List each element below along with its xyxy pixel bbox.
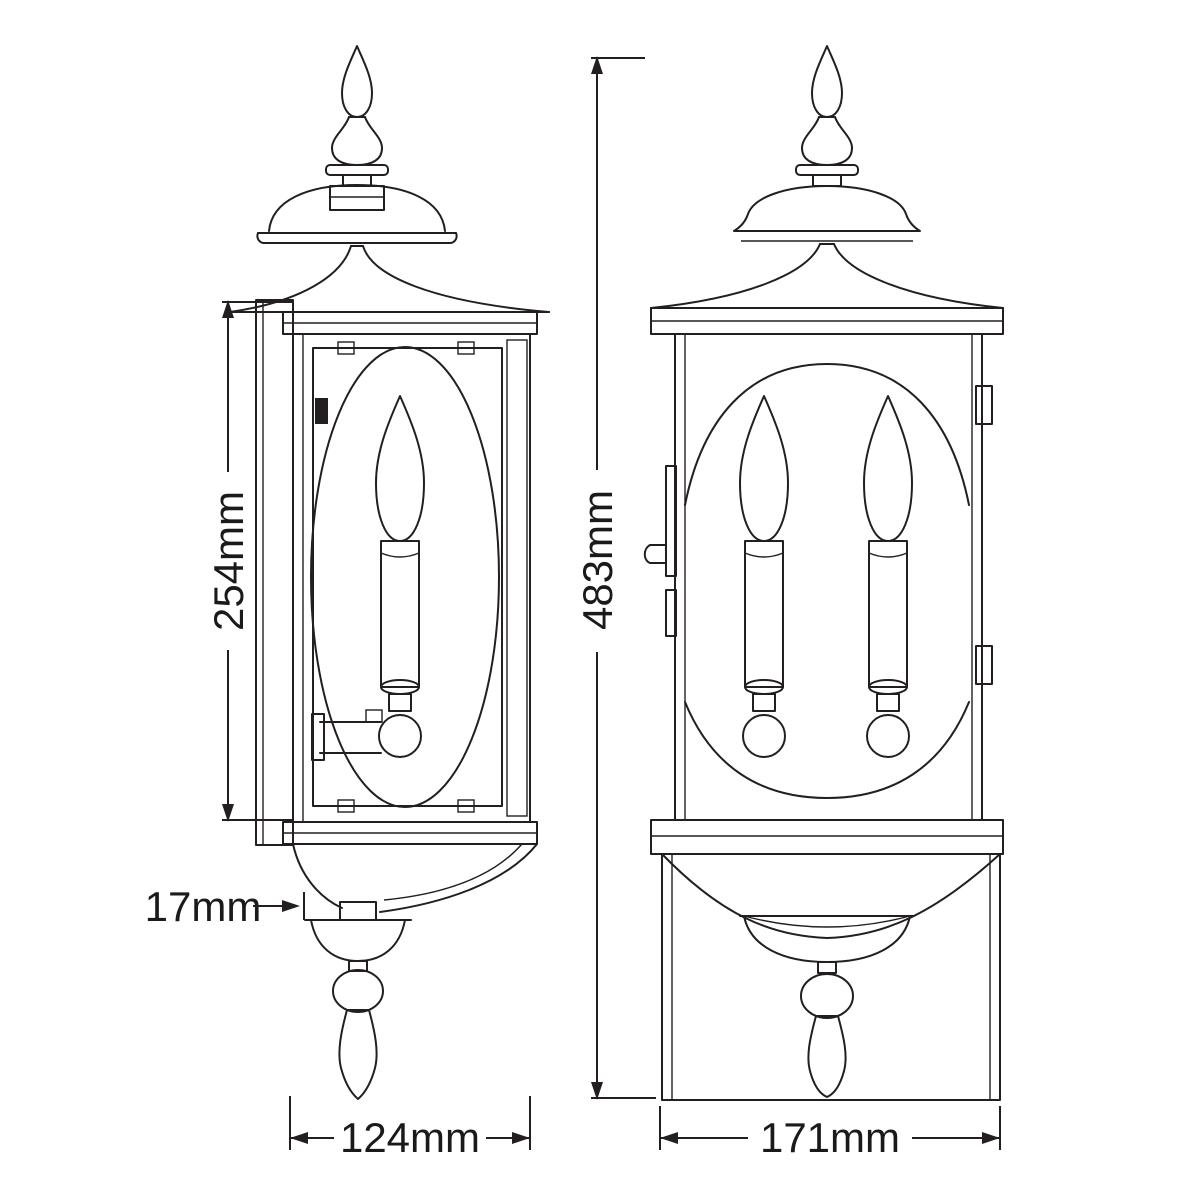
drop-point [807, 1015, 847, 1098]
bell-dome [733, 185, 921, 232]
finial-flange [795, 164, 859, 176]
skirt-connector [339, 901, 377, 921]
right-hinge [975, 645, 993, 685]
front-view [643, 45, 1004, 1101]
drop-point [338, 1009, 378, 1100]
glass-arch-bottom [684, 701, 970, 799]
dimension-side-width: 124mm [289, 1096, 531, 1161]
front-dome-roof [733, 185, 921, 242]
skirt-left-curve [292, 843, 343, 909]
dimension-side-height: 254mm [205, 300, 292, 822]
side-width-label: 124mm [340, 1114, 480, 1161]
skirt-right-inner [383, 843, 523, 901]
arrowhead-left [290, 1132, 308, 1144]
bulb-flame [863, 395, 913, 542]
candle-socket [388, 693, 412, 712]
front-height-label: 483mm [574, 490, 621, 630]
candle-socket [752, 693, 776, 712]
arrowhead-down [591, 1082, 603, 1100]
finial-flange [325, 164, 389, 176]
front-candle-left [739, 395, 789, 758]
body-outline [674, 333, 983, 821]
candle-sleeve [868, 540, 908, 688]
side-lantern-body [282, 311, 538, 823]
glass-arch-top [684, 363, 970, 506]
dimension-front-height: 483mm [574, 56, 656, 1100]
dome-lip [256, 232, 458, 244]
frame-clip [337, 799, 355, 813]
front-top-finial [795, 45, 859, 187]
drop-bulb [332, 969, 384, 1013]
arrowhead-left [660, 1132, 678, 1144]
arm-bracket [311, 713, 325, 761]
curved-glass-outline [310, 346, 500, 808]
dimension-front-width: 171mm [659, 1106, 1001, 1161]
bottom-band [650, 819, 1004, 855]
side-dome-roof [256, 184, 458, 244]
candle-sleeve [380, 540, 420, 688]
saucer-bowl [310, 919, 406, 962]
dimension-side-projection: 17mm [145, 883, 305, 930]
finial-vase [331, 116, 383, 166]
front-width-label: 171mm [760, 1114, 900, 1161]
front-candle-right [863, 395, 913, 758]
saucer-inner-rim [743, 915, 911, 928]
right-hinge [975, 385, 993, 425]
dimensions: 254mm 17mm 124mm 483mm [145, 56, 1001, 1161]
candle-sleeve [744, 540, 784, 688]
left-latch-bar [665, 465, 677, 577]
frame-clip [457, 341, 475, 355]
socket-ball [378, 714, 422, 758]
arm-joint [365, 709, 383, 723]
drop-neck [817, 961, 837, 974]
finial-spire [341, 45, 373, 118]
latch-hook [643, 544, 667, 564]
side-projection-label: 17mm [145, 883, 262, 930]
frame-clip [337, 341, 355, 355]
finial-vase [801, 116, 853, 166]
candle-rim [868, 552, 908, 558]
skirt-right-curve [379, 843, 538, 913]
side-view [229, 45, 550, 1100]
socket-ball [742, 714, 786, 758]
arrowhead-right [982, 1132, 1000, 1144]
roof-right-curve [833, 243, 1004, 309]
arrowhead-down [222, 804, 234, 822]
arrowhead-right [282, 900, 300, 912]
arrowhead-up [222, 300, 234, 318]
dome [268, 184, 446, 232]
bulb-flame [375, 395, 425, 542]
roof-left-curve [650, 243, 821, 309]
arrowhead-right [512, 1132, 530, 1144]
side-wall-plate [255, 299, 294, 846]
finial-spire [811, 45, 843, 118]
finial-neck [812, 174, 842, 187]
side-height-label: 254mm [205, 491, 252, 631]
candle-rim [380, 552, 420, 558]
front-pagoda-roof [650, 243, 1004, 309]
roof-right-curve [362, 245, 550, 313]
skirt-curve [661, 853, 1001, 939]
glass-frame [312, 347, 503, 807]
side-candle [311, 395, 425, 761]
frame-clip [457, 799, 475, 813]
left-latch-bar-lower [665, 589, 677, 637]
backplate-outline [661, 853, 1001, 1101]
roof-left-curve [229, 245, 352, 313]
side-bottom-assembly [282, 821, 538, 1100]
door-latch [315, 398, 328, 424]
finial-base-block [329, 185, 385, 211]
body-outline [292, 333, 531, 823]
arrowhead-up [591, 56, 603, 74]
front-lantern-body [643, 307, 1004, 821]
drop-bulb [800, 973, 854, 1019]
candle-socket [876, 693, 900, 712]
wall-plate [255, 299, 294, 846]
front-bottom-assembly [650, 819, 1004, 1101]
bulb-flame [739, 395, 789, 542]
socket-ball [866, 714, 910, 758]
candle-rim [744, 552, 784, 558]
glass-edge-hatch [506, 339, 528, 817]
